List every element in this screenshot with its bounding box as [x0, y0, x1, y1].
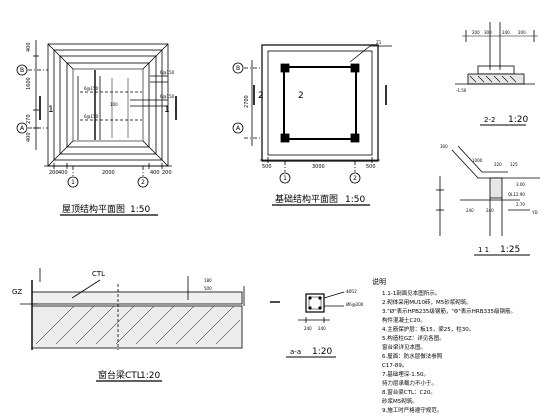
s11-dim-4: 125: [510, 162, 518, 167]
section-2-2-scale: 1:20: [508, 115, 528, 125]
saa-dim-1: 240: [304, 326, 312, 331]
fdn-dim-b1: 500: [262, 164, 272, 170]
wb-label-gz: GZ: [12, 288, 22, 296]
s11-dim-6: 2.90: [516, 192, 525, 197]
note-13: 砂浆M5砌筑。: [382, 397, 418, 405]
section-1-1: [436, 145, 540, 236]
notes-heading: 说明: [372, 277, 386, 286]
fdn-axis-a: A: [236, 125, 241, 132]
note-2: 2.砌体采用MU10砖，M5砂浆砌筑。: [382, 298, 472, 306]
fdn-axis-2: 2: [353, 175, 357, 182]
s11-dim-3: 220: [494, 162, 502, 167]
note-10: 7.基础埋深-1.50。: [382, 370, 429, 378]
s11-dim-8: 240: [466, 208, 474, 213]
roof-axis-1: 1: [71, 179, 75, 186]
roof-dim-b3: 2000: [102, 170, 115, 176]
note-4: 构件混凝土C20。: [382, 316, 426, 324]
section-1-1-scale: 1:25: [500, 245, 520, 255]
note-6: 5.构造柱GZ：详见各图。: [382, 334, 445, 342]
fdn-dim-b2: 3000: [312, 164, 325, 170]
roof-plan-scale: 1:50: [130, 205, 150, 215]
s22-dim-2: 300: [484, 30, 492, 35]
roof-axis-2: 2: [141, 179, 145, 186]
s11-dim-9: 240: [486, 208, 494, 213]
fdn-leader-label: Z1: [376, 40, 382, 45]
section-a-a-text: 240 240 4Ø12 Ø6@200 a-a 1:20: [290, 289, 364, 357]
fdn-dim-b3: 500: [366, 164, 376, 170]
fdn-axis-b: B: [236, 65, 240, 72]
roof-rebar-3: 6@150: [84, 86, 99, 91]
s11-beam-ql1: QL1: [508, 192, 516, 197]
note-8: 6.屋面：防水层做法参照: [382, 352, 443, 360]
roof-section-mark-right: 1: [164, 105, 170, 115]
roof-dim-l2: 1600: [26, 77, 32, 90]
s11-beam-yd: YD: [531, 210, 538, 215]
s22-elev: -1.50: [456, 88, 467, 93]
roof-dim-b5: 200: [162, 170, 172, 176]
note-14: 9.施工时严格遵守规范。: [382, 406, 442, 414]
roof-center-label: 100: [110, 102, 118, 107]
saa-dim-2: 240: [318, 326, 326, 331]
wb-dim-2: 500: [204, 286, 212, 291]
roof-plan-text: B A 1 2 200 400 2000 400 200 400 1600 27…: [20, 42, 175, 215]
saa-rebar-2: Ø6@200: [346, 302, 364, 307]
roof-section-mark-left: 1: [48, 105, 54, 115]
window-beam-title: 窗台梁CTL: [98, 369, 142, 381]
roof-axis-b: B: [20, 67, 24, 74]
section-a-a-label: a-a: [290, 348, 301, 356]
note-9: C17-89。: [382, 363, 407, 369]
window-beam-scale: 1:20: [140, 371, 160, 381]
section-a-a: [270, 291, 345, 323]
roof-axis-a: A: [20, 125, 25, 132]
fdn-axis-1: 1: [283, 175, 287, 182]
saa-rebar-1: 4Ø12: [346, 289, 357, 294]
section-a-a-scale: 1:20: [312, 347, 332, 357]
roof-rebar-1: 6@150: [160, 70, 175, 75]
fdn-dim-l1: 2700: [244, 95, 250, 108]
note-7: 窗台梁详见本图。: [382, 343, 426, 351]
s11-dim-5: 3.00: [516, 182, 525, 187]
fdn-section-mark-right: 2: [298, 91, 304, 101]
roof-plan-title: 屋顶结构平面图: [62, 203, 125, 215]
wb-dim-1: 180: [204, 278, 212, 283]
section-2-2-text: 200 300 240 200 -1.50 2-2 1:20: [456, 30, 528, 125]
fdn-section-mark-left: 2: [258, 91, 264, 101]
roof-dim-b4: 400: [150, 170, 160, 176]
roof-plan: [16, 40, 177, 188]
window-beam: [20, 268, 245, 350]
foundation-plan: [232, 44, 392, 184]
roof-dim-l4: 400: [26, 132, 32, 142]
section-2-2-label: 2-2: [484, 116, 495, 124]
s11-dim-1: 300: [440, 144, 448, 149]
section-1-1-text: 300 1000 220 125 3.00 2.90 2.70 240 240 …: [440, 144, 538, 255]
foundation-plan-title: 基础结构平面图: [275, 193, 338, 205]
notes: 说明 1.1-1剖面见本图所示。 2.砌体采用MU10砖，M5砂浆砌筑。 3."…: [372, 277, 516, 414]
note-12: 8.窗台梁CTL：C20。: [382, 388, 436, 396]
note-5: 4.主筋保护层：板15，梁25，柱30。: [382, 325, 474, 333]
s11-dim-7: 2.70: [516, 202, 525, 207]
s11-dim-2: 1000: [472, 158, 483, 163]
note-3: 3."Ø"表示HPB235级钢筋，"Φ"表示HRB335级钢筋。: [382, 307, 516, 315]
window-beam-text: CTL GZ 180 500 窗台梁CTL 1:20: [12, 270, 212, 381]
s22-dim-1: 200: [472, 30, 480, 35]
wb-label-ctl: CTL: [92, 270, 105, 278]
s22-dim-3: 240: [502, 30, 510, 35]
foundation-plan-text: B A 1 2 500 3000 500 2700 2 2 Z1 基础结构平面图…: [236, 40, 382, 205]
roof-dim-b1: 200: [49, 170, 59, 176]
roof-rebar-2: 6@150: [160, 94, 175, 99]
s22-dim-4: 200: [518, 30, 526, 35]
roof-dim-l3: 270: [26, 114, 32, 124]
note-11: 持力层承载力不小于。: [382, 379, 437, 387]
note-1: 1.1-1剖面见本图所示。: [382, 289, 440, 297]
foundation-plan-scale: 1:50: [345, 195, 365, 205]
roof-rebar-4: 6@150: [84, 114, 99, 119]
roof-dim-l1: 400: [26, 42, 32, 52]
section-2-2: [455, 22, 538, 85]
section-1-1-label: 1 1: [478, 246, 489, 254]
roof-dim-b2: 400: [58, 170, 68, 176]
